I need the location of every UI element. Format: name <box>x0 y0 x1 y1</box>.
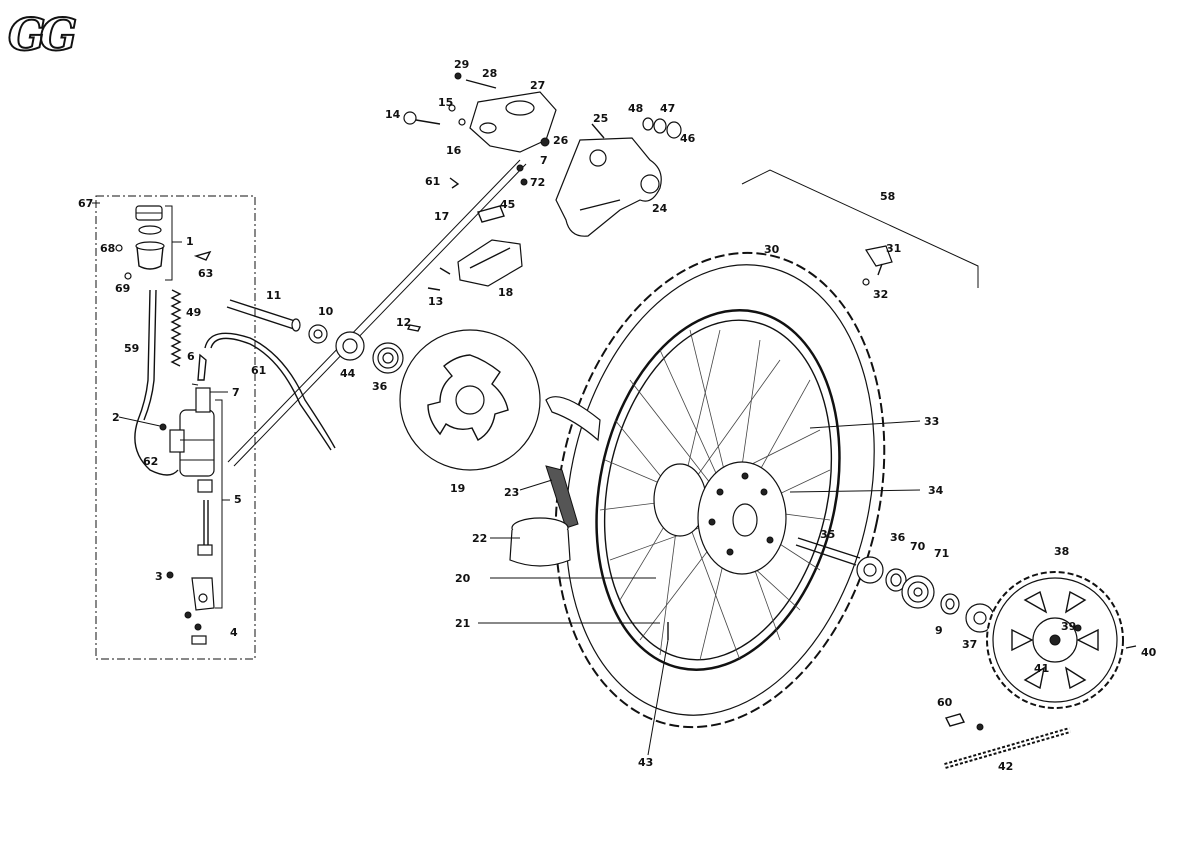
brake-disc <box>399 329 541 471</box>
callout-3: 3 <box>155 570 163 583</box>
pushrod-clevis <box>191 577 215 611</box>
callout-11: 11 <box>266 289 281 302</box>
leader-lines <box>118 383 921 756</box>
callout-1: 1 <box>186 235 194 248</box>
callout-25: 25 <box>593 112 608 125</box>
wheel-bearing-left <box>372 342 404 374</box>
callout-22: 22 <box>472 532 487 545</box>
callout-16: 16 <box>446 144 462 157</box>
spacer <box>308 324 328 344</box>
callout-45: 45 <box>500 198 515 211</box>
callout-72: 72 <box>530 176 545 189</box>
callout-38: 38 <box>1054 545 1069 558</box>
callout-71: 71 <box>934 547 949 560</box>
oil-seal <box>335 331 365 361</box>
callout-59: 59 <box>124 342 139 355</box>
master-cylinder-group-box <box>95 195 256 660</box>
callout-29: 29 <box>454 58 469 71</box>
wheel-hub <box>653 461 787 575</box>
callout-7a: 7 <box>232 386 240 399</box>
callout-13: 13 <box>428 295 443 308</box>
callout-34: 34 <box>928 484 944 497</box>
callout-40: 40 <box>1141 646 1157 659</box>
callout-58: 58 <box>880 190 895 203</box>
callout-43: 43 <box>638 756 653 769</box>
brake-pads <box>457 239 523 287</box>
callout-24: 24 <box>652 202 668 215</box>
callout-63: 63 <box>198 267 213 280</box>
rear-axle <box>226 299 301 332</box>
callout-67: 67 <box>78 197 93 210</box>
callout-6: 6 <box>187 350 195 363</box>
callout-41: 41 <box>1034 662 1049 675</box>
reservoir-cap <box>135 205 163 221</box>
callout-46: 46 <box>680 132 696 145</box>
wheel-bearing-right <box>856 556 884 584</box>
callout-36b: 36 <box>890 531 906 544</box>
callout-20: 20 <box>455 572 471 585</box>
callout-49: 49 <box>186 306 201 319</box>
callout-33: 33 <box>924 415 939 428</box>
callout-5: 5 <box>234 493 242 506</box>
callout-42: 42 <box>998 760 1013 773</box>
brand-logo-text: GG <box>8 10 76 61</box>
callout-27: 27 <box>530 79 545 92</box>
callout-61a: 61 <box>425 175 440 188</box>
reservoir-body <box>135 225 165 270</box>
callout-48: 48 <box>628 102 643 115</box>
brake-caliper <box>469 91 557 153</box>
callout-60: 60 <box>937 696 953 709</box>
callout-68: 68 <box>100 242 115 255</box>
callout-39: 39 <box>1061 620 1076 633</box>
callout-4: 4 <box>230 626 238 639</box>
callout-36a: 36 <box>372 380 388 393</box>
callout-28: 28 <box>482 67 497 80</box>
caliper-bracket <box>555 137 662 237</box>
inner-tube <box>509 396 601 567</box>
callout-62: 62 <box>143 455 158 468</box>
callout-labels: 1 2 3 4 5 6 7 7 9 10 11 12 13 14 15 16 1… <box>78 58 1157 773</box>
callout-37: 37 <box>962 638 977 651</box>
drive-chain <box>944 727 1071 769</box>
sprocket-carrier <box>965 603 995 633</box>
callout-32: 32 <box>873 288 888 301</box>
callout-7b: 7 <box>540 154 548 167</box>
callout-61b: 61 <box>251 364 266 377</box>
callout-2: 2 <box>112 411 120 424</box>
callout-47: 47 <box>660 102 675 115</box>
rear-wheel-assembly <box>554 251 886 729</box>
callout-44: 44 <box>340 367 356 380</box>
callout-31: 31 <box>886 242 901 255</box>
callout-9: 9 <box>935 624 943 637</box>
callout-26: 26 <box>553 134 569 147</box>
callout-18: 18 <box>498 286 513 299</box>
brand-logo: GG <box>7 9 83 62</box>
callout-17: 17 <box>434 210 449 223</box>
spring <box>170 289 182 367</box>
sprocket-bearing <box>901 575 935 609</box>
callout-23: 23 <box>504 486 519 499</box>
rear-master-cylinder <box>169 387 215 477</box>
callout-69: 69 <box>115 282 130 295</box>
callout-35: 35 <box>820 528 835 541</box>
callout-21: 21 <box>455 617 470 630</box>
callout-12: 12 <box>396 316 411 329</box>
callout-15: 15 <box>438 96 453 109</box>
callout-30: 30 <box>764 243 780 256</box>
callout-19: 19 <box>450 482 465 495</box>
callout-14: 14 <box>385 108 401 121</box>
callout-10: 10 <box>318 305 334 318</box>
callout-70: 70 <box>910 540 926 553</box>
rear-sprocket <box>986 571 1124 709</box>
